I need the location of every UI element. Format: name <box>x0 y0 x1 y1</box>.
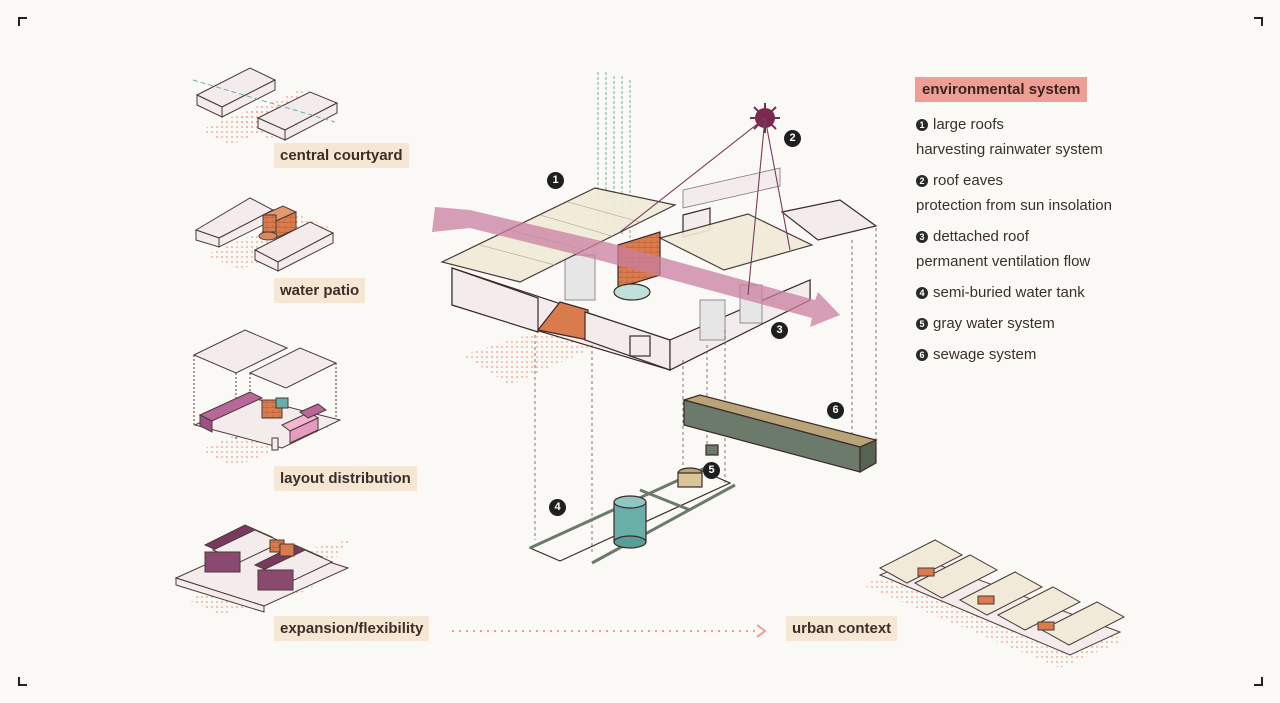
main-axonometric <box>432 72 878 565</box>
legend-number: 2 <box>916 175 928 187</box>
callout-5: 5 <box>703 462 720 479</box>
legend-line2: permanent ventilation flow <box>916 253 1091 270</box>
callout-2: 2 <box>784 130 801 147</box>
water-patio-diagram <box>194 197 335 272</box>
legend-number: 1 <box>916 119 928 131</box>
corner-mark-bottom-left <box>18 677 27 686</box>
legend-item: 1 large roofs harvesting rainwater system <box>916 112 1112 162</box>
callout-6: 6 <box>827 402 844 419</box>
label-central-courtyard: central courtyard <box>274 143 409 168</box>
legend-line1: dettached roof <box>933 228 1029 245</box>
legend: 1 large roofs harvesting rainwater system… <box>916 112 1112 373</box>
legend-item: 2 roof eaves protection from sun insolati… <box>916 168 1112 218</box>
legend-number: 5 <box>916 318 928 330</box>
legend-item: 5 gray water system <box>916 311 1112 336</box>
corner-mark-bottom-right <box>1254 677 1263 686</box>
legend-line1: semi-buried water tank <box>933 284 1085 301</box>
courtyard-diagram <box>192 67 340 145</box>
flow-arrow <box>452 624 767 638</box>
legend-line1: large roofs <box>933 116 1004 133</box>
legend-item: 4 semi-buried water tank <box>916 280 1112 305</box>
legend-number: 4 <box>916 287 928 299</box>
legend-number: 6 <box>916 349 928 361</box>
legend-number: 3 <box>916 231 928 243</box>
legend-title: environmental system <box>915 77 1088 102</box>
label-water-patio: water patio <box>274 278 366 303</box>
callout-3: 3 <box>771 322 788 339</box>
legend-line1: gray water system <box>933 315 1055 332</box>
expansion-diagram <box>174 524 350 615</box>
label-layout-distribution: layout distribution <box>274 466 417 491</box>
corner-mark-top-right <box>1254 17 1263 26</box>
label-expansion-flexibility: expansion/flexibility <box>274 616 430 641</box>
legend-line2: protection from sun insolation <box>916 197 1112 214</box>
urban-context-diagram <box>862 539 1126 668</box>
legend-line2: harvesting rainwater system <box>916 141 1103 158</box>
ventilation-arrow <box>432 207 840 327</box>
callout-1: 1 <box>547 172 564 189</box>
label-urban-context: urban context <box>786 616 898 641</box>
layout-diagram <box>192 329 342 467</box>
legend-line1: roof eaves <box>933 172 1004 189</box>
legend-item: 6 sewage system <box>916 342 1112 367</box>
water-tank <box>613 495 647 549</box>
callout-4: 4 <box>549 499 566 516</box>
corner-mark-top-left <box>18 17 27 26</box>
sewage-channel <box>681 394 878 474</box>
legend-line1: sewage system <box>933 346 1037 363</box>
legend-item: 3 dettached roof permanent ventilation fl… <box>916 224 1112 274</box>
